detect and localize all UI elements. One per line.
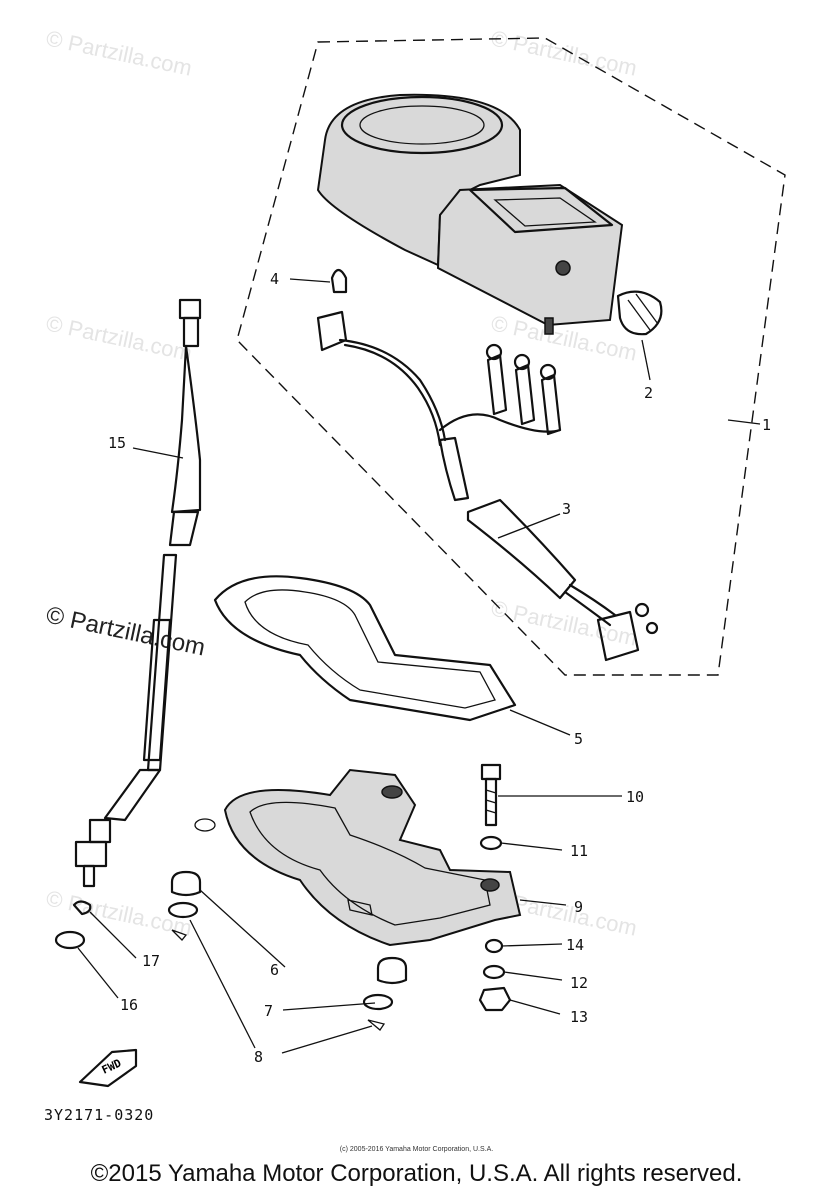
watermark: © Partzilla.com bbox=[489, 25, 639, 80]
watermark: © Partzilla.com bbox=[44, 25, 194, 80]
main-copyright: ©2015 Yamaha Motor Corporation, U.S.A. A… bbox=[90, 1160, 743, 1187]
clip bbox=[72, 900, 92, 916]
callout-11: 11 bbox=[570, 842, 588, 860]
leader-lines bbox=[77, 278, 761, 1054]
callout-13: 13 bbox=[570, 1008, 588, 1026]
meter-bracket bbox=[194, 768, 522, 947]
watermark: © Partzilla.com bbox=[44, 310, 194, 365]
drawing-number: 3Y2171-0320 bbox=[44, 1106, 155, 1124]
callout-17: 17 bbox=[142, 952, 160, 970]
callout-10: 10 bbox=[626, 788, 644, 806]
callout-6: 6 bbox=[270, 961, 279, 979]
collar bbox=[484, 938, 504, 954]
callout-labels: 1 2 3 4 5 6 7 8 9 10 11 12 13 14 15 16 1… bbox=[108, 270, 771, 1066]
assembly-boundary bbox=[236, 37, 786, 676]
callout-9: 9 bbox=[574, 898, 583, 916]
meter-gasket bbox=[213, 575, 517, 722]
nut bbox=[478, 986, 512, 1012]
damper-set-left bbox=[167, 870, 202, 941]
fwd-arrow-icon: FWD bbox=[78, 1048, 138, 1088]
callout-2: 2 bbox=[644, 384, 653, 402]
washer bbox=[479, 835, 503, 851]
callout-3: 3 bbox=[562, 500, 571, 518]
callout-15: 15 bbox=[108, 434, 126, 452]
callout-7: 7 bbox=[264, 1002, 273, 1020]
meter-bulb bbox=[330, 268, 348, 294]
speedometer-cable bbox=[74, 298, 202, 888]
socket-bulbs bbox=[485, 343, 562, 436]
wire-harness bbox=[316, 310, 659, 662]
meter-assembly bbox=[316, 93, 624, 335]
callout-5: 5 bbox=[574, 730, 583, 748]
watermark: © Partzilla.com bbox=[489, 595, 639, 650]
spring-washer bbox=[482, 964, 506, 980]
bolt bbox=[480, 763, 502, 827]
callout-1: 1 bbox=[762, 416, 771, 434]
callout-4: 4 bbox=[270, 270, 279, 288]
callout-14: 14 bbox=[566, 936, 584, 954]
callout-16: 16 bbox=[120, 996, 138, 1014]
reset-knob bbox=[616, 290, 663, 336]
callout-8: 8 bbox=[254, 1048, 263, 1066]
o-ring bbox=[54, 930, 86, 950]
damper-set-lower bbox=[362, 956, 408, 1031]
watermark-bold: © Partzilla.com bbox=[44, 601, 208, 661]
small-copyright: (c) 2005-2016 Yamaha Motor Corporation, … bbox=[339, 1146, 494, 1153]
callout-12: 12 bbox=[570, 974, 588, 992]
